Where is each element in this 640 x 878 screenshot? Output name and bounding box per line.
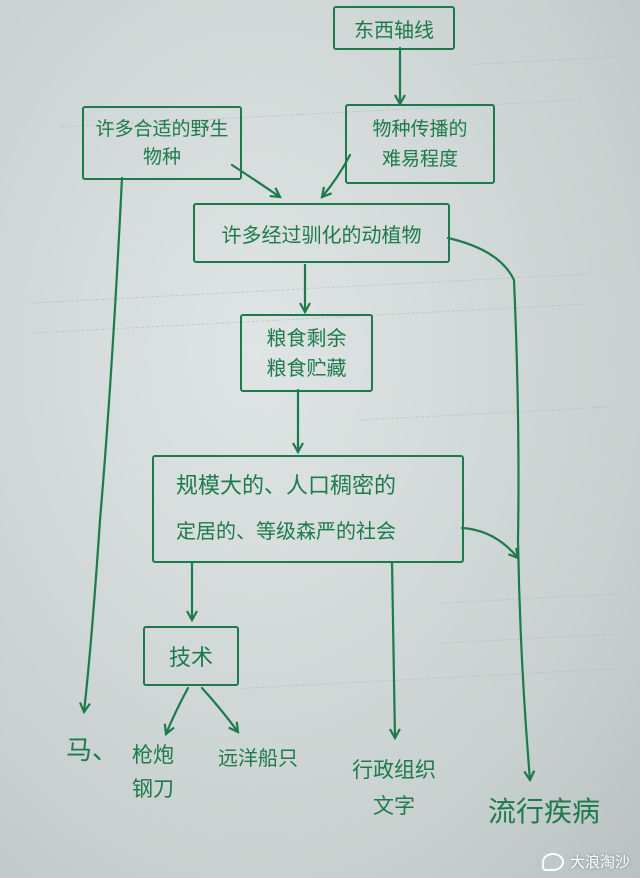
arrow-society-to-politics xyxy=(392,560,395,738)
arrow-domesticated-to-disease xyxy=(446,236,530,780)
node-complex-society-line-2: 定居的、等级森严的社会 xyxy=(176,519,396,543)
outcome-politics-writing: 行政组织 文字 xyxy=(352,752,436,824)
arrow-spread-to-domesticated xyxy=(322,153,352,197)
node-technology: 技术 xyxy=(143,626,239,686)
arrow-society-to-disease xyxy=(460,526,518,558)
watermark-text: 大浪淘沙 xyxy=(569,853,630,871)
node-complex-society: 规模大的、人口稠密的 定居的、等级森严的社会 xyxy=(152,455,464,563)
node-domesticated: 许多经过驯化的动植物 xyxy=(193,203,450,263)
node-food-surplus: 粮食剩余 粮食贮藏 xyxy=(240,314,373,392)
outcome-epidemic-disease: 流行疾病 xyxy=(488,795,601,828)
arrow-tech-to-guns xyxy=(166,686,190,734)
node-wild-species: 许多合适的野生 物种 xyxy=(82,106,242,180)
node-east-west-axis: 东西轴线 xyxy=(333,6,455,50)
node-technology-label: 技术 xyxy=(168,646,213,671)
node-east-west-axis-label: 东西轴线 xyxy=(354,17,434,42)
node-domesticated-label: 许多经过驯化的动植物 xyxy=(221,222,422,247)
outcome-horse: 马、 xyxy=(66,736,119,766)
node-spread-difficulty-line-1: 物种传播的 xyxy=(372,118,468,140)
node-food-surplus-line-1: 粮食剩余 xyxy=(266,326,347,350)
chat-bubble-icon xyxy=(541,852,564,871)
arrow-wild-to-domesticated xyxy=(230,163,280,197)
outcome-guns-steel: 枪炮 钢刀 xyxy=(132,738,174,806)
arrow-tech-to-ships xyxy=(200,686,238,732)
outcome-politics-line-2: 文字 xyxy=(373,794,415,818)
outcome-guns-line-1: 枪炮 xyxy=(132,743,174,767)
node-spread-difficulty: 物种传播的 难易程度 xyxy=(345,104,495,184)
node-spread-difficulty-line-2: 难易程度 xyxy=(381,148,458,170)
outcome-politics-line-1: 行政组织 xyxy=(352,758,436,782)
arrow-wild-to-horse xyxy=(84,176,124,712)
outcome-guns-line-2: 钢刀 xyxy=(132,777,174,801)
node-complex-society-line-1: 规模大的、人口稠密的 xyxy=(176,474,397,499)
node-wild-species-line-2: 物种 xyxy=(142,146,181,168)
node-food-surplus-line-2: 粮食贮藏 xyxy=(266,356,347,380)
account-watermark: 大浪淘沙 xyxy=(541,851,630,872)
node-wild-species-line-1: 许多合适的野生 xyxy=(95,118,229,140)
outcome-ocean-ships: 远洋船只 xyxy=(218,746,298,770)
